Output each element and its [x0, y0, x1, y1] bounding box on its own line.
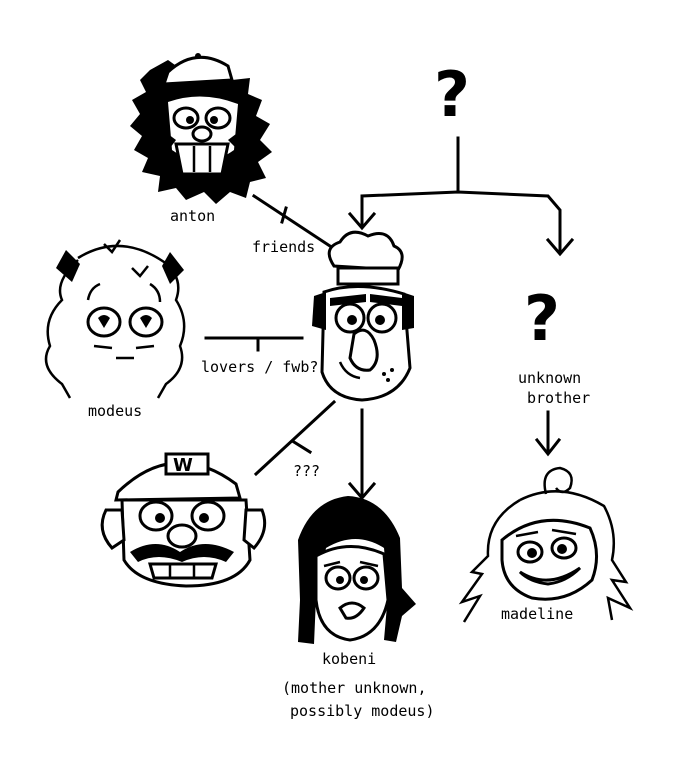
modeus-face-icon — [44, 239, 186, 399]
kobeni-note-line-1: (mother unknown, — [282, 679, 427, 697]
arrow-to-madeline — [534, 437, 562, 457]
wario-face-icon: W — [100, 452, 267, 588]
madeline-face-icon — [458, 466, 634, 623]
anton-label: anton — [170, 207, 215, 225]
arrow-to-brother — [545, 237, 575, 257]
kobeni-label: kobeni — [322, 650, 376, 668]
friends-line — [251, 193, 333, 249]
modeus-label: modeus — [88, 402, 142, 420]
unknown-relation-label: ??? — [293, 462, 320, 480]
lovers-label: lovers / fwb? — [201, 358, 318, 376]
unknown-brother-label-2: brother — [527, 389, 590, 407]
kobeni-face-icon — [298, 496, 416, 644]
arrow-to-kobeni — [347, 481, 377, 501]
top-unknown-mark: ? — [434, 58, 470, 131]
madeline-label: madeline — [501, 605, 573, 623]
question-mark-top: ? — [434, 58, 470, 131]
svg-text:W: W — [173, 455, 193, 476]
anton-face-icon — [130, 53, 272, 204]
arrow-to-chef — [347, 211, 377, 231]
kobeni-note-line-2: possibly modeus) — [290, 702, 435, 720]
parent-split-line — [360, 190, 562, 254]
friends-label: friends — [252, 238, 315, 256]
friends-tick — [280, 206, 288, 224]
unknown-relation-line — [253, 399, 337, 477]
labels: anton friends lovers / fwb? modeus unkno… — [88, 207, 590, 720]
brother-unknown-mark: ? — [524, 282, 560, 355]
chef-face-icon — [312, 230, 414, 402]
connectors — [204, 136, 575, 501]
unknown-brother-label-1: unknown — [518, 369, 581, 387]
unknown-relation-tick — [291, 439, 313, 455]
question-mark-brother: ? — [524, 282, 560, 355]
